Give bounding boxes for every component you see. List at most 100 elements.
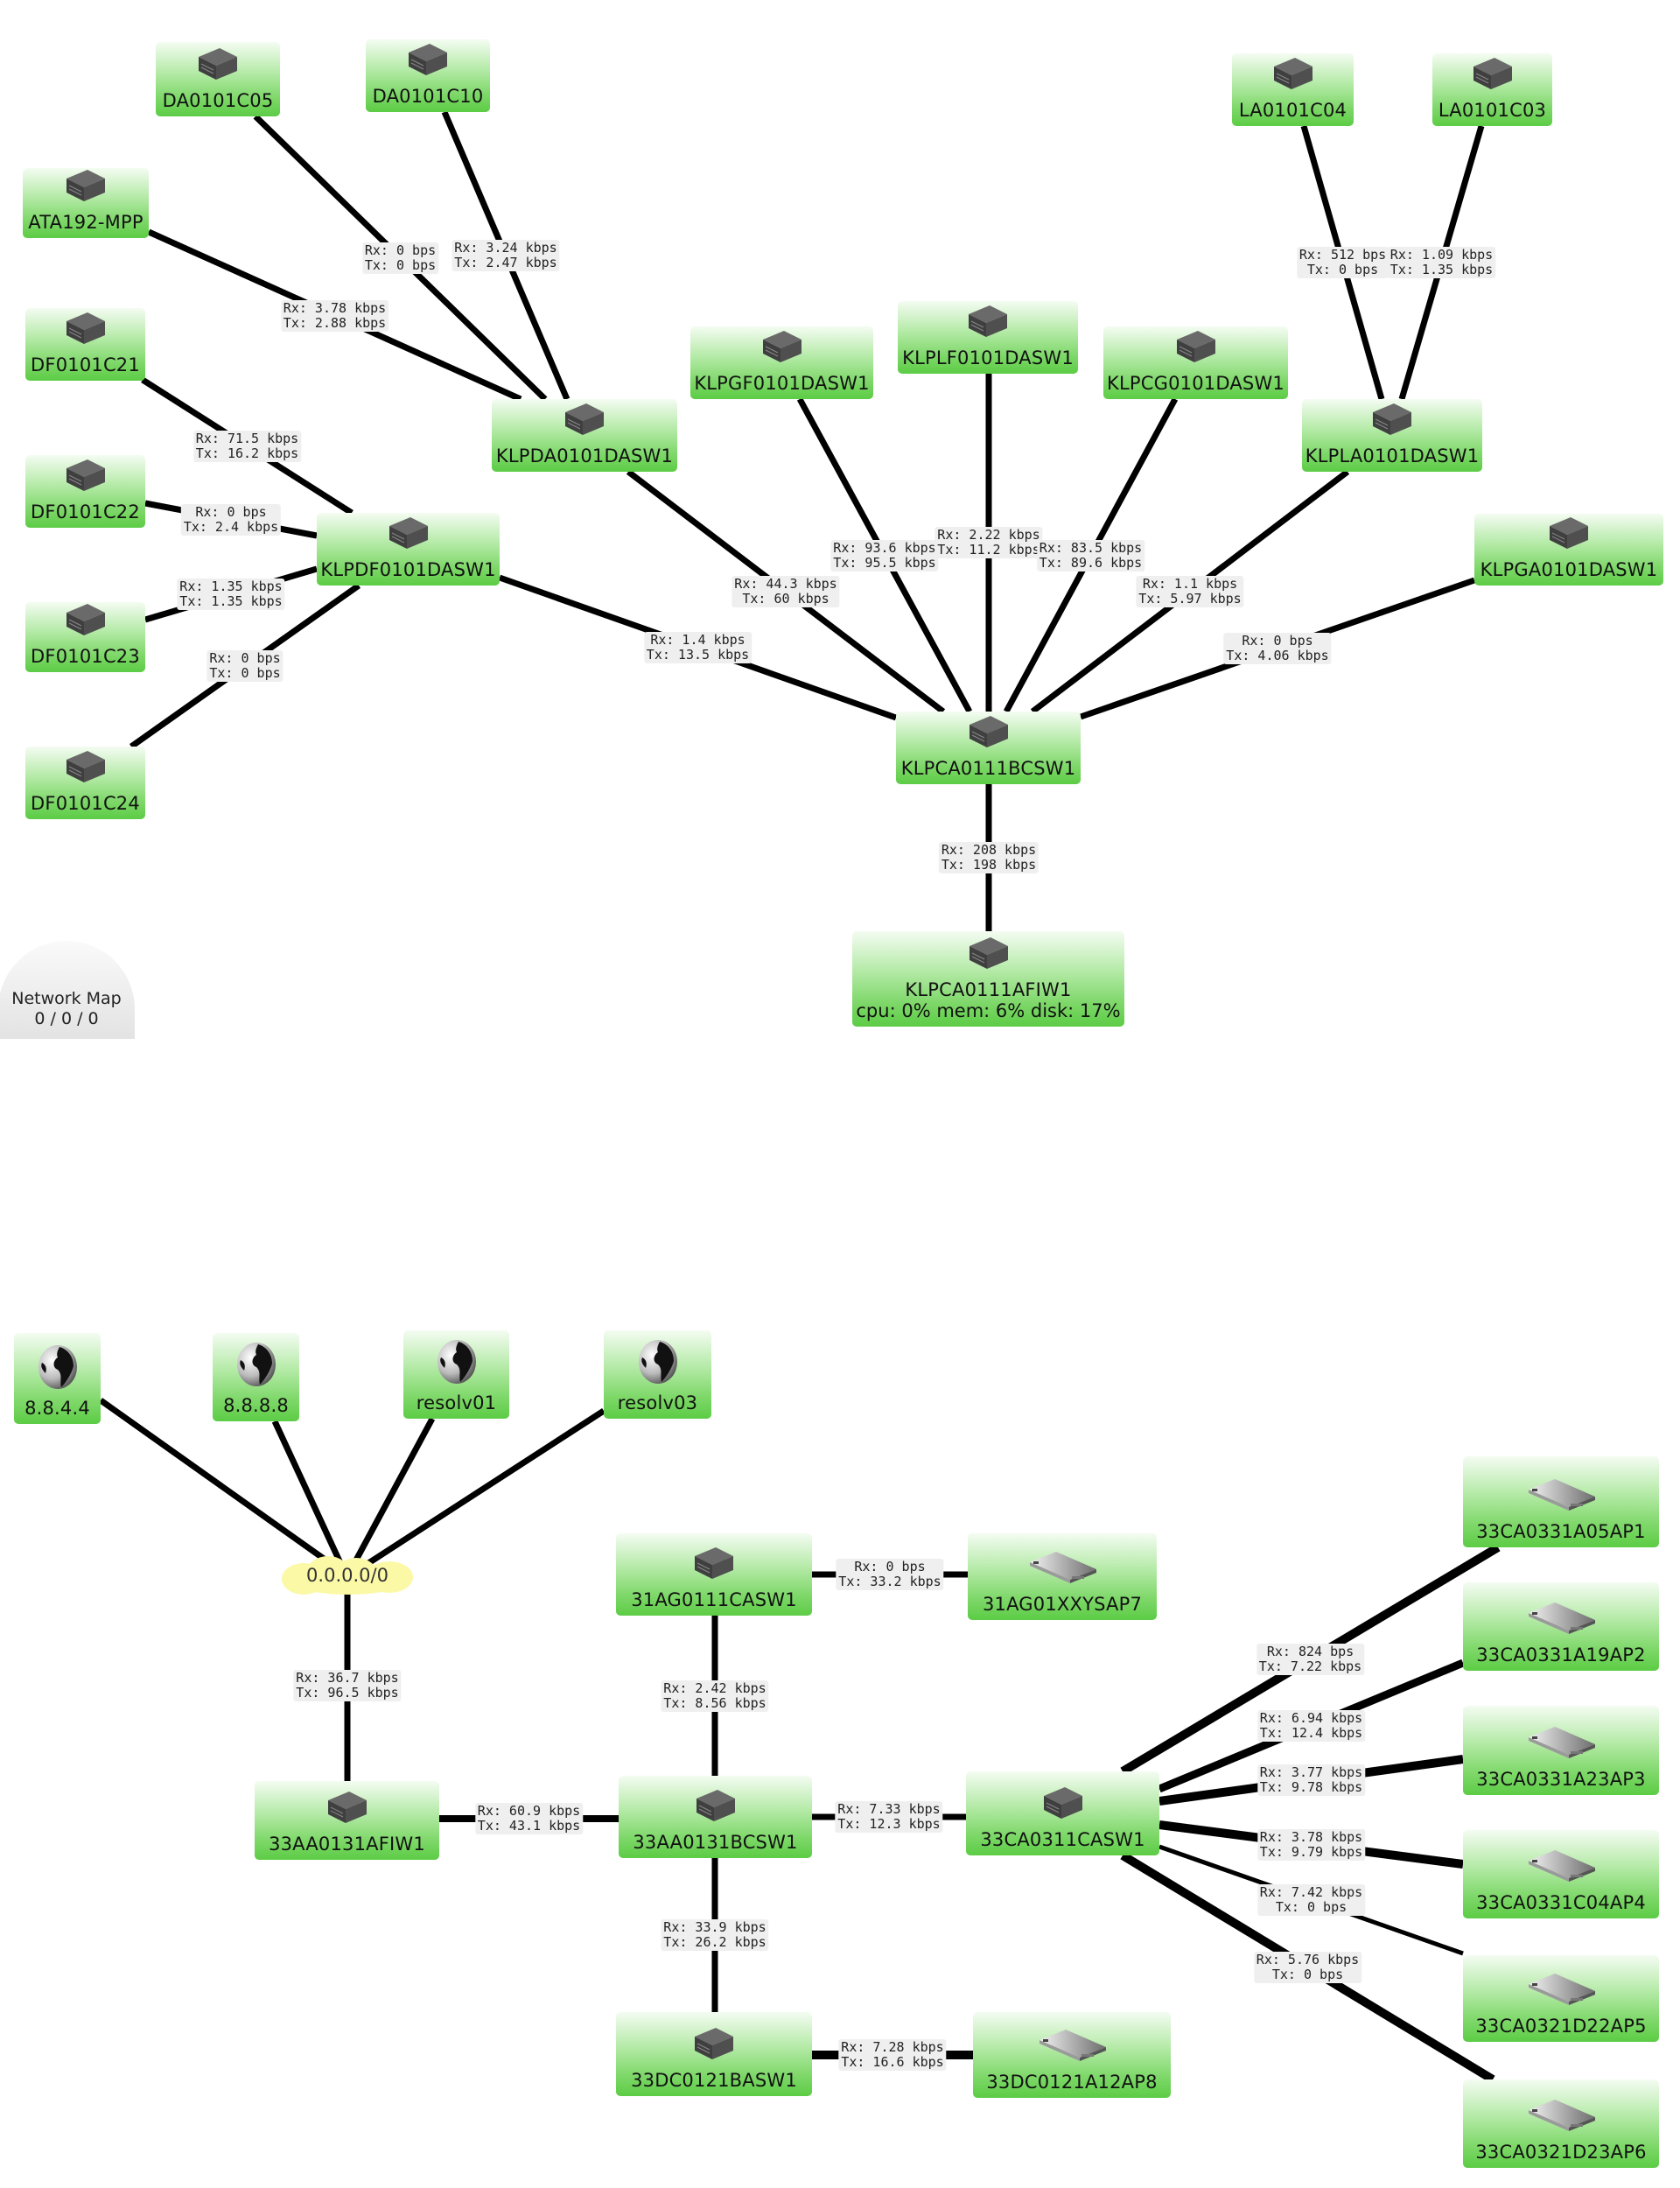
tx-rate: Tx: 16.6 kbps xyxy=(841,2054,944,2070)
link-8.8.4.4-0.0.0.0/0[interactable] xyxy=(98,1398,335,1567)
link-resolv01-0.0.0.0/0[interactable] xyxy=(350,1417,436,1567)
tx-rate: Tx: 0 bps xyxy=(364,256,437,273)
device-node[interactable]: KLPDF0101DASW1 xyxy=(317,513,500,586)
device-node[interactable]: DF0101C22 xyxy=(25,455,145,528)
rx-rate: Rx: 0 bps xyxy=(1242,633,1313,649)
device-node[interactable]: LA0101C04 xyxy=(1232,53,1354,126)
rx-rate: Rx: 3.77 kbps xyxy=(1259,1764,1363,1780)
device-node[interactable]: 33CA0331A23AP3 xyxy=(1463,1706,1659,1795)
device-label: 33CA0321D22AP5 xyxy=(1475,2016,1647,2037)
tx-rate: Tx: 9.78 kbps xyxy=(1259,1779,1363,1795)
device-label: 33CA0311CASW1 xyxy=(980,1829,1145,1850)
rx-rate: Rx: 60.9 kbps xyxy=(477,1803,581,1819)
link-resolv03-0.0.0.0/0[interactable] xyxy=(364,1408,606,1567)
rx-rate: Rx: 1.09 kbps xyxy=(1390,247,1494,263)
device-node[interactable]: KLPCA0111BCSW1 xyxy=(896,712,1081,784)
tx-rate: Tx: 0 bps xyxy=(1275,1899,1348,1915)
device-node[interactable]: DF0101C21 xyxy=(25,308,145,381)
device-node[interactable]: resolv03 xyxy=(604,1330,711,1419)
device-node[interactable]: 31AG01XXYSAP7 xyxy=(968,1533,1157,1620)
rx-rate: Rx: 1.35 kbps xyxy=(179,579,283,594)
device-label: 8.8.8.8 xyxy=(223,1395,289,1416)
rx-rate: Rx: 36.7 kbps xyxy=(296,1669,399,1686)
tx-rate: Tx: 95.5 kbps xyxy=(833,554,936,571)
device-node[interactable]: resolv01 xyxy=(403,1330,509,1419)
device-node[interactable]: 31AG0111CASW1 xyxy=(616,1533,812,1616)
device-label: 31AG0111CASW1 xyxy=(631,1589,797,1610)
cloud-node[interactable]: 0.0.0.0/0 xyxy=(282,1556,413,1595)
device-label: LA0101C04 xyxy=(1238,100,1348,121)
device-node[interactable]: KLPCG0101DASW1 xyxy=(1103,326,1288,399)
switch-icon xyxy=(1269,54,1318,96)
tx-rate: Tx: 198 kbps xyxy=(941,857,1037,873)
device-node[interactable]: 8.8.8.8 xyxy=(213,1333,299,1421)
device-label: resolv01 xyxy=(416,1392,497,1413)
switch-icon xyxy=(1468,54,1517,96)
switch-icon xyxy=(1544,514,1593,556)
device-node[interactable]: 8.8.4.4 xyxy=(14,1333,101,1424)
network-map-widget[interactable]: Network Map 0 / 0 / 0 xyxy=(0,941,135,1039)
device-node[interactable]: 33AA0131BCSW1 xyxy=(619,1776,812,1858)
device-node[interactable]: 33DC0121A12AP8 xyxy=(973,2012,1171,2098)
switch-icon xyxy=(964,934,1013,976)
device-node[interactable]: 33CA0321D23AP6 xyxy=(1463,2079,1659,2168)
device-node[interactable]: KLPGF0101DASW1 xyxy=(690,326,873,399)
device-label: LA0101C03 xyxy=(1438,100,1547,121)
device-label: KLPDA0101DASW1 xyxy=(495,445,674,466)
device-node[interactable]: KLPDA0101DASW1 xyxy=(492,399,677,472)
tx-rate: Tx: 43.1 kbps xyxy=(477,1818,581,1834)
rx-rate: Rx: 512 bps xyxy=(1298,247,1387,263)
device-node[interactable]: ATA192-MPP xyxy=(23,168,149,238)
device-node[interactable]: 33CA0331A05AP1 xyxy=(1463,1456,1659,1547)
device-node[interactable]: DA0101C05 xyxy=(156,42,280,116)
device-label: 8.8.4.4 xyxy=(24,1398,90,1419)
device-label: DF0101C21 xyxy=(31,354,140,375)
device-node[interactable]: 33CA0331A19AP2 xyxy=(1463,1582,1659,1671)
device-node[interactable]: DA0101C10 xyxy=(366,39,490,112)
device-label: 33CA0321D23AP6 xyxy=(1475,2142,1647,2163)
rx-rate: Rx: 3.24 kbps xyxy=(454,240,557,256)
switch-icon xyxy=(193,45,242,87)
device-node[interactable]: LA0101C03 xyxy=(1432,53,1552,126)
rx-rate: Rx: 0 bps xyxy=(209,650,281,666)
link-8.8.8.8-0.0.0.0/0[interactable] xyxy=(271,1420,345,1567)
device-node[interactable]: 33CA0311CASW1 xyxy=(966,1771,1159,1855)
device-node[interactable]: DF0101C23 xyxy=(25,602,145,672)
switch-icon xyxy=(690,1544,738,1586)
tx-rate: Tx: 12.4 kbps xyxy=(1259,1725,1363,1741)
device-node[interactable]: KLPLF0101DASW1 xyxy=(898,301,1078,374)
access-point-icon xyxy=(1522,1599,1600,1641)
tx-rate: Tx: 96.5 kbps xyxy=(296,1684,399,1701)
device-node[interactable]: DF0101C24 xyxy=(25,747,145,819)
device-node[interactable]: KLPGA0101DASW1 xyxy=(1474,514,1663,586)
device-node[interactable]: 33CA0331C04AP4 xyxy=(1463,1830,1659,1918)
device-label: DF0101C24 xyxy=(31,793,140,814)
device-node[interactable]: KLPLA0101DASW1 xyxy=(1302,399,1482,472)
switch-icon xyxy=(690,2024,738,2066)
tx-rate: Tx: 11.2 kbps xyxy=(937,542,1040,558)
switch-icon xyxy=(560,400,609,442)
device-node[interactable]: 33CA0321D22AP5 xyxy=(1463,1955,1659,2042)
device-node[interactable]: 33AA0131AFIW1 xyxy=(255,1781,439,1860)
rx-rate: Rx: 1.1 kbps xyxy=(1142,576,1238,592)
device-label: 33CA0331A05AP1 xyxy=(1476,1521,1646,1542)
device-node[interactable]: 33DC0121BASW1 xyxy=(616,2012,812,2096)
switch-icon xyxy=(963,302,1012,344)
device-label: 33DC0121BASW1 xyxy=(631,2070,797,2091)
